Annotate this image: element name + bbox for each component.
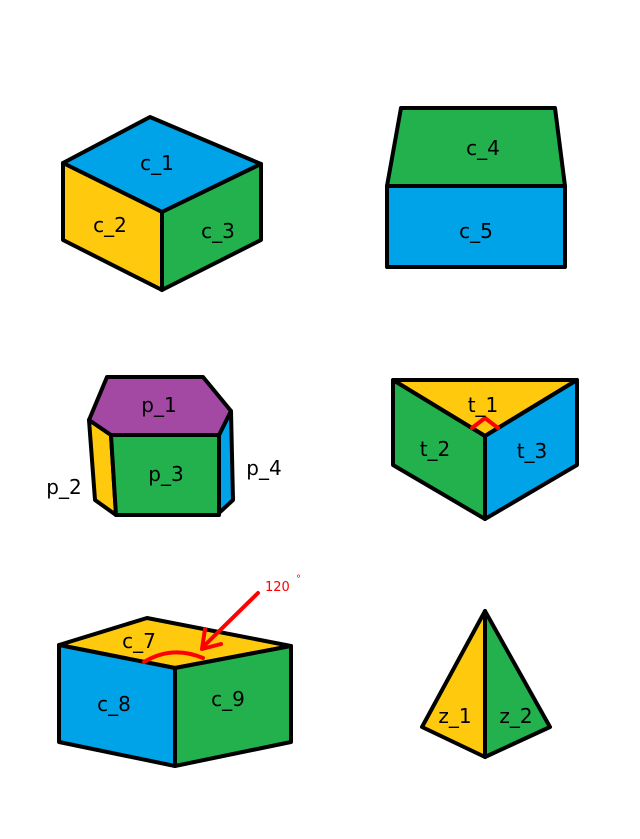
tri-prism-angle-mark [470, 416, 500, 430]
label-c5: c_5 [459, 219, 493, 243]
label-t2: t_2 [420, 437, 451, 461]
label-z2: z_2 [499, 704, 532, 728]
label-t3: t_3 [517, 439, 548, 463]
cube-1: c_1 c_2 c_3 [61, 115, 263, 292]
triangular-prism: t_1 t_2 t_3 [391, 378, 579, 521]
box-3-annotation-arrow-head [200, 627, 223, 651]
tri-prism-right-face [483, 378, 579, 521]
hex-prism-top-face [87, 375, 233, 437]
hexagonal-prism: p_1 p_2 p_3 p_4 [46, 375, 282, 517]
angle-annotation-value: 120 [265, 580, 290, 595]
label-c9: c_9 [211, 687, 245, 711]
label-c8: c_8 [97, 692, 131, 716]
box-3-annotation-arrow-line [203, 591, 260, 647]
label-c3: c_3 [201, 219, 235, 243]
label-p2: p_2 [46, 475, 81, 499]
box-3: c_7 c_8 c_9 120 ° [57, 574, 301, 768]
box-2: c_4 c_5 [385, 106, 567, 269]
label-c4: c_4 [466, 136, 500, 160]
box-2-front-face [385, 184, 567, 269]
cube-1-right-face [160, 162, 263, 292]
label-c7: c_7 [122, 629, 156, 653]
label-z1: z_1 [438, 704, 471, 728]
angle-annotation-unit: ° [296, 574, 301, 585]
pyramid: z_1 z_2 [420, 609, 552, 759]
box-3-right-face [173, 644, 293, 768]
label-c1: c_1 [140, 151, 174, 175]
box-3-angle-mark [142, 650, 205, 664]
pyramid-left-face [420, 609, 487, 759]
pyramid-right-face [483, 609, 552, 759]
label-c2: c_2 [93, 213, 127, 237]
label-p3: p_3 [148, 462, 183, 486]
label-p4: p_4 [246, 456, 281, 480]
label-t1: t_1 [468, 393, 499, 417]
label-p1: p_1 [141, 393, 176, 417]
